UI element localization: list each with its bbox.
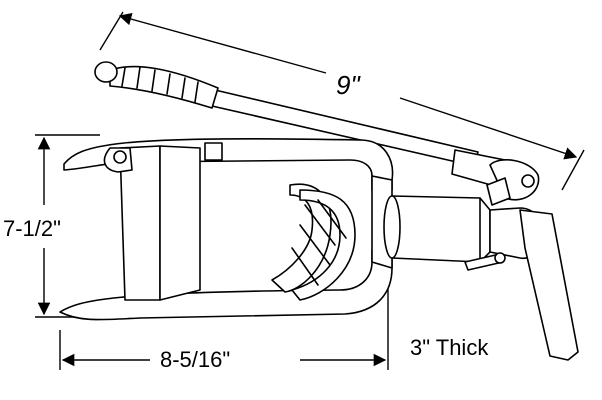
handle-length-label: 9" <box>336 70 361 100</box>
length-label: 8-5/16" <box>160 347 230 372</box>
foot-plate <box>519 209 579 361</box>
handle-grip <box>109 65 219 109</box>
handle-dimension-line-b <box>399 97 578 160</box>
pivot-bolt <box>521 174 535 188</box>
handle-lever <box>94 61 540 206</box>
c-frame <box>59 137 394 321</box>
handle-dimension-line-a <box>118 12 327 74</box>
hydraulic-cylinder <box>383 195 542 271</box>
handle-knob <box>94 61 118 83</box>
height-label: 7-1/2" <box>3 216 61 241</box>
thickness-label: 3" Thick <box>410 335 489 360</box>
tool-drawing <box>59 61 579 361</box>
handle-dimension-extension-right <box>561 149 585 191</box>
dimension-lines <box>35 11 585 370</box>
handle-dimension-extension-left <box>99 11 124 51</box>
